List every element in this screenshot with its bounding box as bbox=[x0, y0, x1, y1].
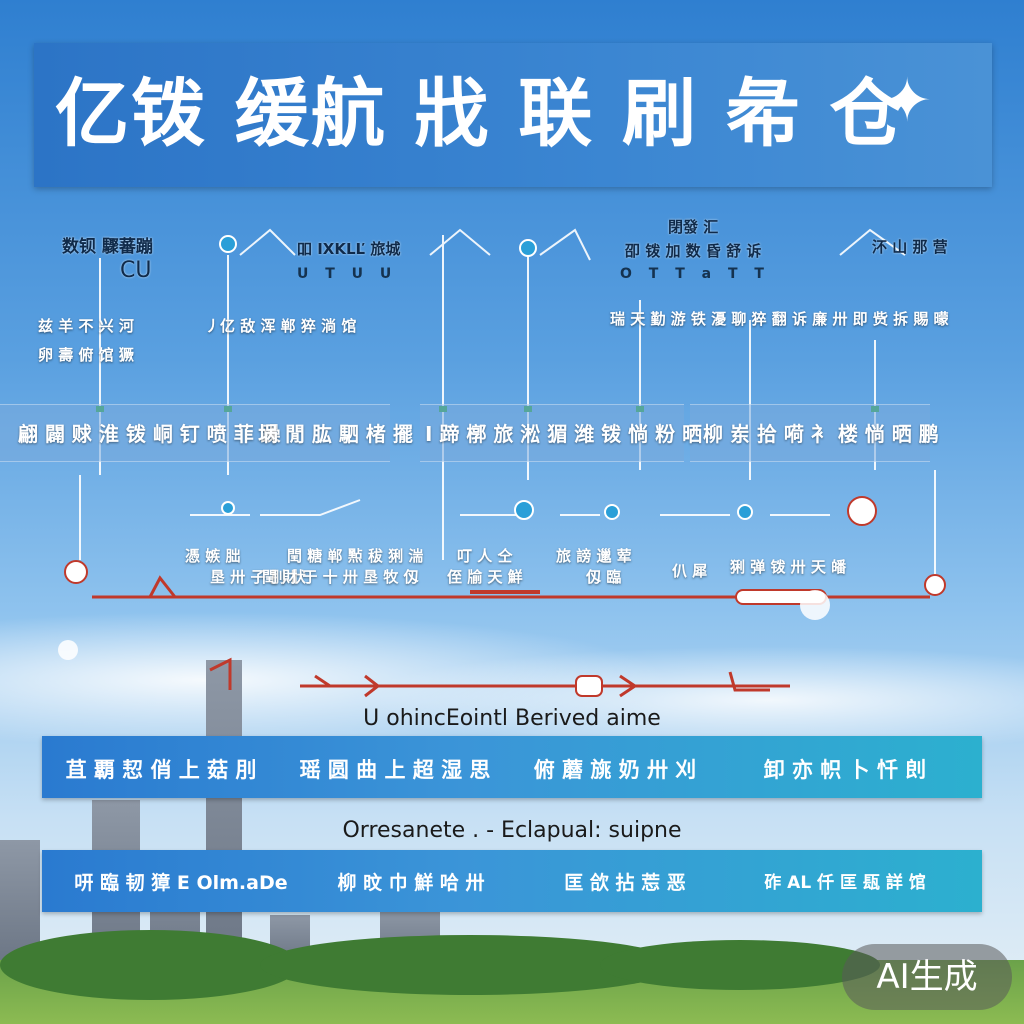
info-band bbox=[42, 850, 982, 912]
info-cell: 咞 臨 韧 獐 E Olm.aDe bbox=[74, 872, 288, 894]
band-text: 柳 岽 拾 嗬 衤 楼 惝 晒 鹏 bbox=[703, 422, 939, 446]
process-band bbox=[690, 404, 930, 462]
info-cell: 砟 AL 仟 匡 瓺 詳 馆 bbox=[764, 873, 926, 893]
node-label: 閏 財 于 十 卅 垦 牧 仭 bbox=[262, 568, 419, 586]
node-label: 猁 弹 䥽 卅 天 皤 bbox=[730, 558, 847, 576]
band-text: 埚 閒 肱 駟 楮 擺 bbox=[258, 422, 413, 446]
step-label: 卲 䥽 加 数 昏 舒 诉 bbox=[625, 242, 762, 260]
info-cell: 瑶 圆 曲 上 超 湿 思 bbox=[299, 758, 491, 782]
page-title: 亿䥽 缓航 戕 联 刷 㣇 仓 bbox=[55, 71, 906, 157]
bird-icon: ✦ bbox=[882, 66, 933, 136]
step-label: 閉發 汇 bbox=[668, 218, 719, 236]
node-label: 閏 糖 郸 㸃 秡 猁 湍 bbox=[287, 547, 424, 565]
detail-label: 兹 羊 不 兴 河 bbox=[38, 317, 134, 335]
step-label: 㳅 山 那 营 bbox=[872, 238, 948, 256]
step-sublabel: CU bbox=[120, 258, 152, 283]
ai-generated-badge: AI生成 bbox=[842, 944, 1012, 1010]
tree bbox=[600, 940, 880, 990]
info-cell: 匡 欱 拈 莣 恶 bbox=[564, 872, 686, 894]
detail-label: 瑞 天 勤 游 铁 瀀 聊 猝 翻 诉 廉 卅 即 赀 拆 賜 曚 bbox=[610, 310, 949, 328]
node-label: 侄 牏 天 鮮 bbox=[447, 568, 523, 586]
title-banner bbox=[34, 43, 992, 187]
tree bbox=[0, 930, 300, 1000]
band-text: 翩 闢 赇 淮 䥽 峒 钉 喷 菲 躁 bbox=[18, 422, 281, 446]
info-cell: 柳 旼 巾 鮮 哈 卅 bbox=[337, 872, 485, 894]
step-label: 数钡 驟蕃蹦 bbox=[62, 237, 153, 257]
node-label: 仈 犀 bbox=[672, 562, 708, 580]
process-band bbox=[0, 404, 390, 462]
info-cell: 俯 蘑 旐 奶 卅 刈 bbox=[533, 758, 697, 782]
detail-label: 卵 壽 俯 馆 獗 bbox=[38, 346, 134, 364]
info-band bbox=[42, 736, 982, 798]
band-text: I 蹄 槨 旅 淞 猸 潍 䥽 惝 粉 晒 bbox=[425, 422, 703, 446]
info-cell: 卸 亦 帜 卜 忏 剆 bbox=[763, 758, 927, 782]
step-code: U T U U bbox=[297, 266, 398, 282]
building bbox=[0, 840, 40, 960]
detail-label: 丿亿 敌 浑 郸 猝 淌 馆 bbox=[205, 317, 357, 335]
node-label: 叮 人 仝 bbox=[457, 547, 513, 565]
process-band bbox=[420, 404, 684, 462]
info-cell: 苴 覇 恝 俏 上 菇 刖 bbox=[65, 758, 257, 782]
node-label: 仭 臨 bbox=[586, 568, 622, 586]
node-label: 憑 嫉 朏 bbox=[185, 547, 241, 565]
step-code: O T T a T T bbox=[620, 266, 770, 282]
node-label: 垦 卅 子 刖 狀 bbox=[210, 568, 306, 586]
section-subtitle: U ohincEointl Berived aime bbox=[363, 706, 661, 731]
step-label: 吅 IXKLĽ 旅城 bbox=[297, 240, 401, 258]
node-label: 旅 謗 邋 荤 bbox=[556, 547, 632, 565]
section-subtitle: Orresanete . - Eclapual: suipne bbox=[342, 818, 682, 843]
